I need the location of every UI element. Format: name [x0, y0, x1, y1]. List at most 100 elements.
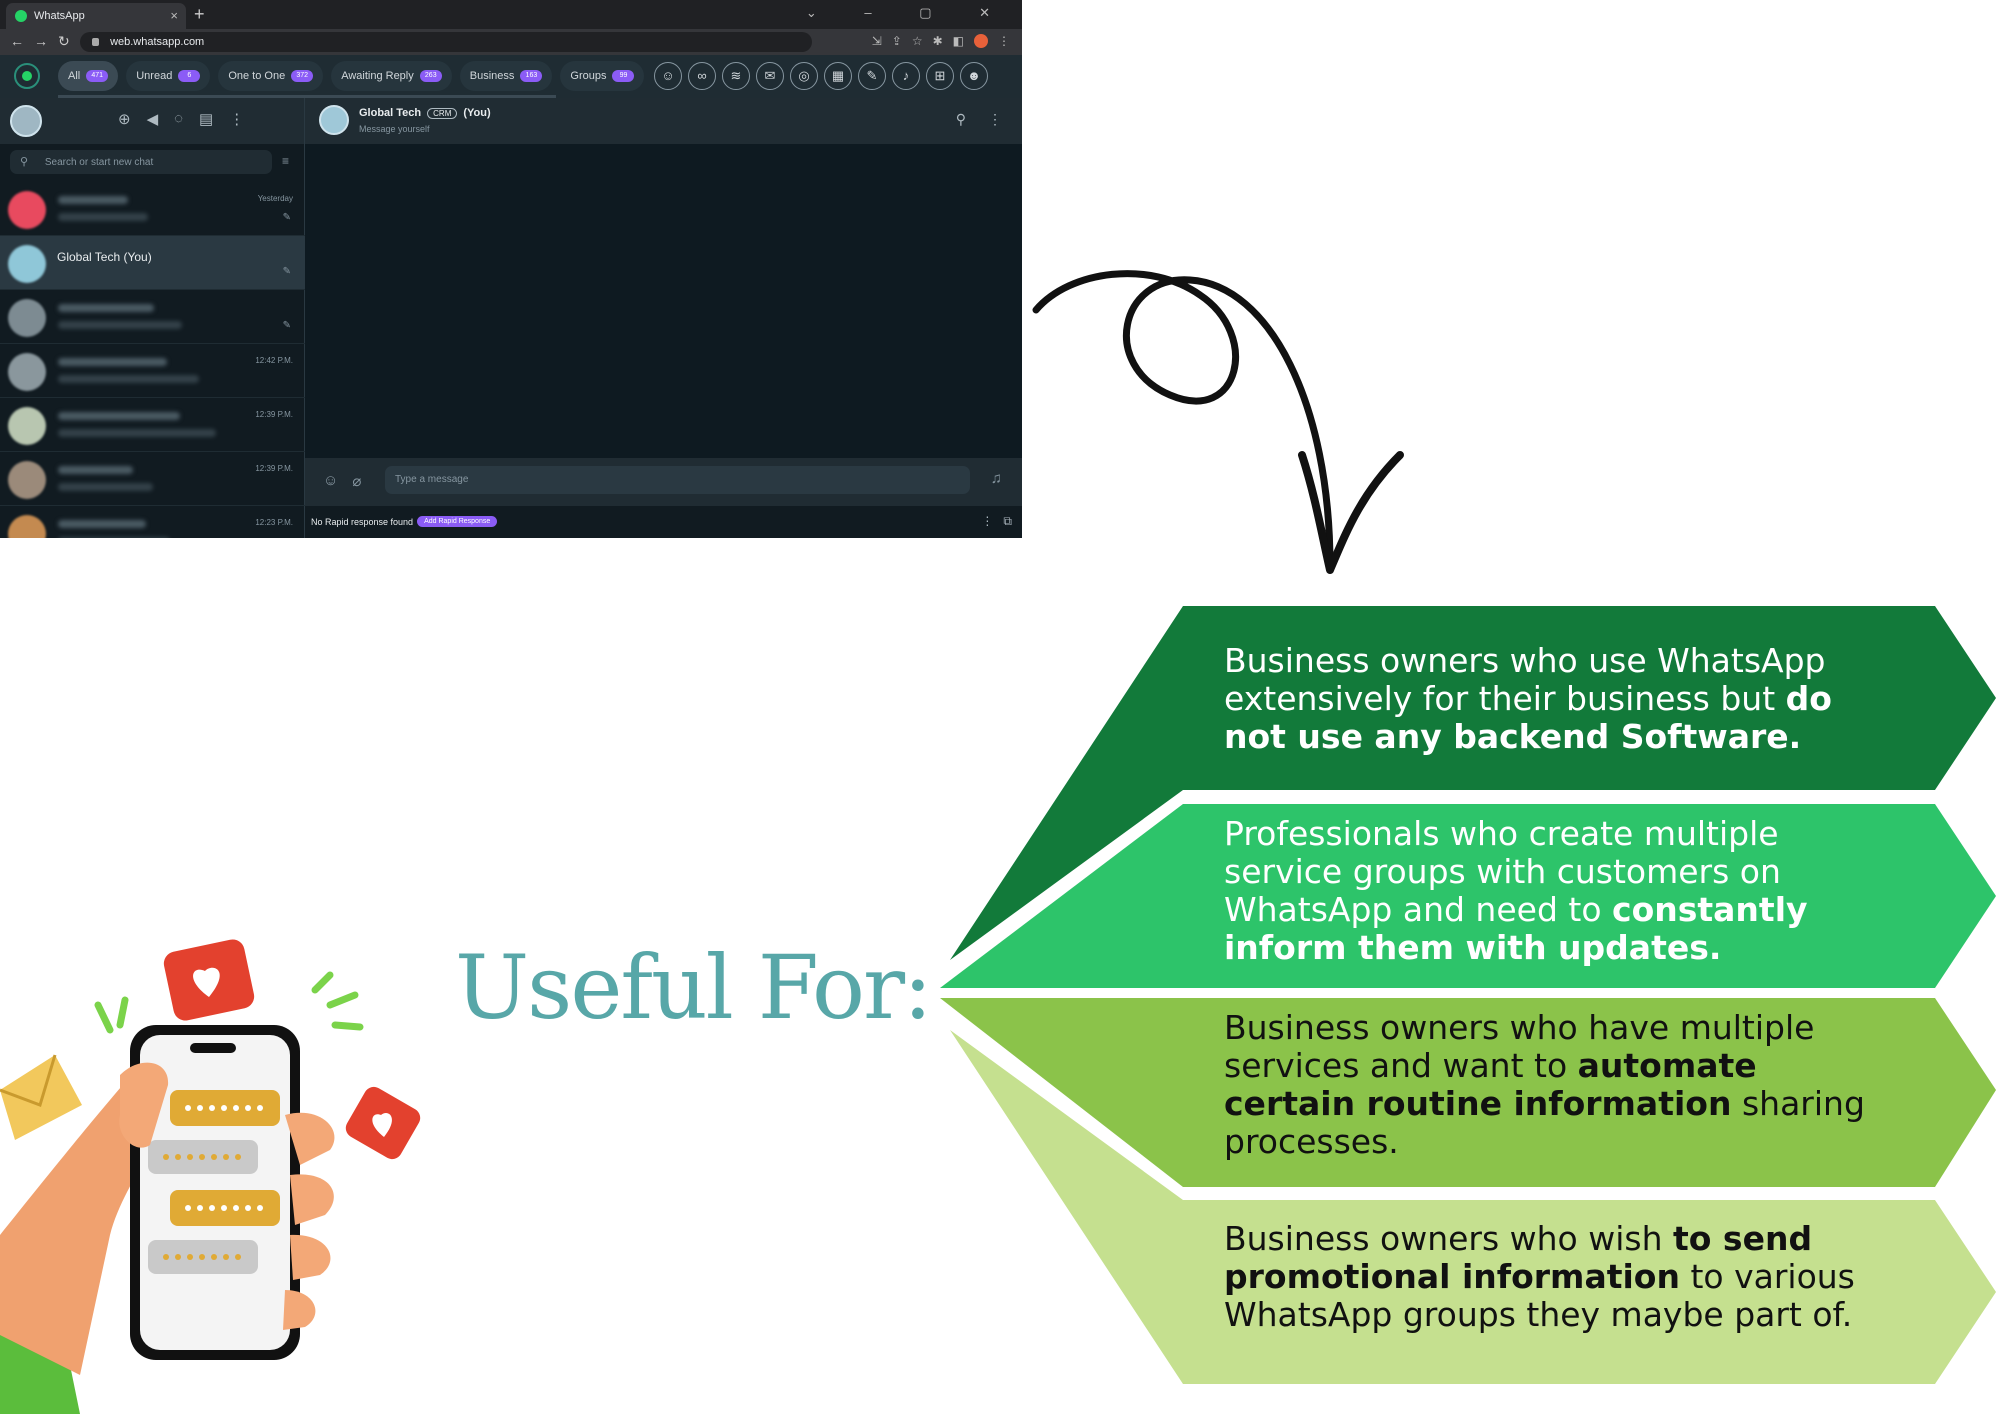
extension-icon[interactable]: ✱ — [932, 34, 943, 48]
conversation-avatar[interactable] — [319, 105, 349, 135]
count-badge: 372 — [291, 70, 314, 82]
bell-icon[interactable]: ♪ — [892, 62, 920, 90]
contacts-icon[interactable]: ◎ — [790, 62, 818, 90]
chat-name: Global Tech (You) — [57, 250, 152, 264]
benefit-line: service groups with customers on — [1224, 853, 1808, 891]
conversation-title[interactable]: Global Tech CRM (You) — [359, 107, 491, 119]
communities-icon[interactable]: ⊕ — [118, 111, 131, 128]
broadcast-icon[interactable]: ✉ — [756, 62, 784, 90]
tabs-scroll-indicator — [58, 95, 556, 98]
emoji-icon[interactable]: ☺ — [323, 472, 339, 489]
list-item[interactable]: 12:39 P.M. — [0, 398, 305, 452]
notes-icon[interactable]: ✎ — [858, 62, 886, 90]
sparkle-icon — [94, 971, 364, 1034]
benefit-line: promotional information to various — [1224, 1258, 1855, 1296]
tab-title: WhatsApp — [34, 10, 85, 22]
list-item[interactable]: Yesterday✎ — [0, 182, 305, 236]
blurred-chat-preview — [58, 213, 148, 221]
chat-avatar — [8, 353, 46, 391]
heart-bubble-icon — [345, 1086, 421, 1160]
avatar[interactable] — [10, 105, 42, 137]
sidebar-icon[interactable]: ◧ — [952, 34, 964, 48]
tab-label: Groups — [570, 70, 607, 82]
benefit-text: Business owners who use WhatsApp — [1224, 641, 1826, 680]
attach-icon[interactable]: ⌀ — [352, 473, 362, 490]
channels-icon[interactable]: ◀ — [146, 111, 159, 128]
conversation-pane: Global Tech CRM (You) Message yourself ⚲… — [305, 98, 1022, 538]
sidebar-header-icons: ⊕ ◀ ◌ ▤ ⋮ — [118, 110, 244, 128]
more-icon[interactable]: ⋮ — [981, 514, 994, 528]
crm-filter-tab[interactable]: Groups 99 — [560, 61, 645, 91]
tab-close-icon[interactable]: × — [170, 8, 178, 23]
link-icon[interactable]: ∞ — [688, 62, 716, 90]
calendar-icon[interactable]: ▦ — [824, 62, 852, 90]
phone-icon — [130, 1025, 300, 1360]
list-item[interactable]: Global Tech (You)✎ — [0, 236, 305, 290]
menu-icon[interactable]: ⋮ — [988, 111, 1002, 127]
benefit-line: extensively for their business but do — [1224, 680, 1832, 718]
blurred-chat-preview — [58, 537, 170, 538]
crm-logo-icon[interactable] — [14, 63, 40, 89]
share-icon[interactable]: ⇪ — [891, 34, 902, 48]
count-badge: 471 — [86, 70, 109, 82]
browser-tab-bar: WhatsApp × + ⌄ – ▢ ✕ — [0, 0, 1022, 29]
message-area — [305, 144, 1022, 458]
copy-icon[interactable]: ⧉ — [1003, 514, 1012, 528]
menu-icon[interactable]: ⋮ — [998, 34, 1010, 48]
benefit-text: sharing — [1731, 1084, 1865, 1123]
list-item[interactable]: ✎ — [0, 290, 305, 344]
search-box[interactable]: ⚲ Search or start new chat — [10, 150, 272, 174]
chat-avatar — [8, 407, 46, 445]
filter-icon[interactable]: ≡ — [282, 154, 290, 168]
status-icon[interactable]: ◌ — [174, 110, 184, 127]
list-item[interactable]: 12:42 P.M. — [0, 344, 305, 398]
search-icon[interactable]: ⚲ — [955, 111, 966, 127]
install-icon[interactable]: ⇲ — [871, 34, 882, 48]
extension-icons: ⇲ ⇪ ☆ ✱ ◧ ⋮ — [872, 34, 1010, 48]
benefit-emphasis: do — [1785, 679, 1832, 718]
url-field[interactable]: web.whatsapp.com — [80, 32, 812, 52]
list-item[interactable]: 12:39 P.M. — [0, 452, 305, 506]
message-input[interactable]: Type a message — [385, 466, 970, 494]
star-icon[interactable]: ☆ — [911, 34, 923, 48]
search-icon: ⚲ — [20, 156, 29, 168]
count-badge: 99 — [612, 70, 635, 82]
profile-icon[interactable] — [974, 34, 988, 48]
crm-tool-icons: ☺ ∞ ≋ ✉ ◎ ▦ ✎ ♪ ⊞ ☻ — [654, 62, 988, 90]
tab-label: Awaiting Reply — [341, 70, 414, 82]
chat-time: 12:39 P.M. — [255, 464, 293, 473]
grid-icon[interactable]: ⊞ — [926, 62, 954, 90]
benefit-text: services and want to — [1224, 1046, 1578, 1085]
benefit-line: inform them with updates. — [1224, 929, 1808, 967]
benefit-emphasis: promotional information — [1224, 1257, 1680, 1296]
benefit-emphasis: inform them with updates. — [1224, 928, 1722, 967]
microphone-icon[interactable]: ♫ — [990, 470, 1002, 487]
contact-name: Global Tech — [359, 107, 422, 119]
navigation-icons[interactable]: ←→↻ — [10, 33, 80, 49]
chat-icon[interactable]: ☺ — [654, 62, 682, 90]
new-tab-icon[interactable]: + — [194, 4, 205, 24]
new-chat-icon[interactable]: ▤ — [199, 111, 214, 128]
crm-chip[interactable]: CRM — [427, 107, 458, 119]
window-controls[interactable]: ⌄ – ▢ ✕ — [805, 5, 1012, 20]
benefit-line: WhatsApp groups they maybe part of. — [1224, 1296, 1855, 1334]
layers-icon[interactable]: ≋ — [722, 62, 750, 90]
message-composer: ☺ ⌀ Type a message ♫ — [305, 458, 1022, 506]
add-rapid-response-button[interactable]: Add Rapid Response — [417, 516, 498, 527]
benefit-text: Business owners who wish — [1224, 1219, 1673, 1258]
user-icon[interactable]: ☻ — [960, 62, 988, 90]
chat-avatar — [8, 245, 46, 283]
blurred-chat-preview — [58, 483, 153, 491]
list-item[interactable]: 12:23 P.M. — [0, 506, 305, 538]
pin-icon: ✎ — [282, 320, 291, 331]
browser-tab[interactable]: WhatsApp × — [6, 3, 186, 29]
whatsapp-screenshot: WhatsApp × + ⌄ – ▢ ✕ ←→↻ web.whatsapp.co… — [0, 0, 1022, 538]
menu-icon[interactable]: ⋮ — [229, 111, 245, 128]
